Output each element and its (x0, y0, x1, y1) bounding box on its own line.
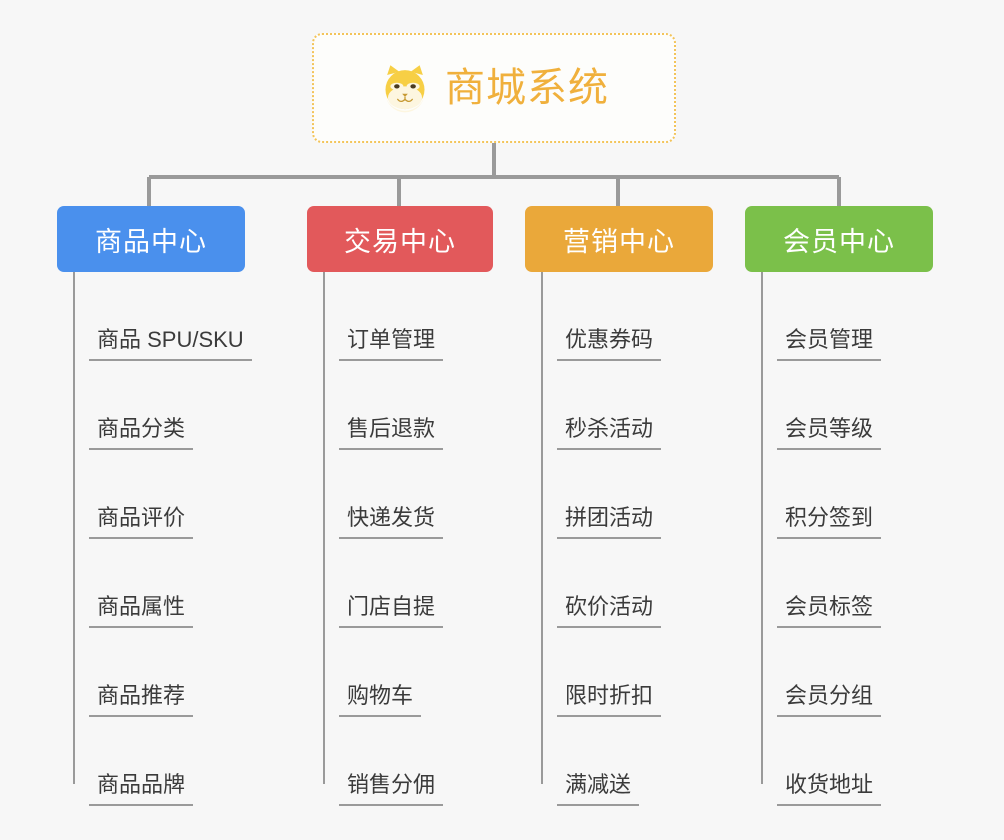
leaf-item[interactable]: 商品属性 (57, 539, 245, 628)
leaf-item-label: 商品属性 (89, 593, 194, 628)
branch-column-1: 交易中心订单管理售后退款快递发货门店自提购物车销售分佣 (307, 206, 493, 806)
category-box-trade-center[interactable]: 交易中心 (307, 206, 493, 272)
shiba-dog-icon (379, 62, 431, 114)
leaf-item-label: 会员管理 (777, 326, 882, 361)
leaf-item-label: 售后退款 (339, 415, 444, 450)
leaf-item[interactable]: 砍价活动 (525, 539, 713, 628)
leaf-item[interactable]: 收货地址 (745, 717, 933, 806)
root-node[interactable]: 商城系统 (312, 33, 676, 143)
root-title: 商城系统 (445, 66, 609, 110)
leaf-item[interactable]: 销售分佣 (307, 717, 493, 806)
leaf-item-label: 商品品牌 (89, 771, 194, 806)
leaf-item[interactable]: 订单管理 (307, 272, 493, 361)
leaf-item-label: 满减送 (557, 771, 640, 806)
leaf-item[interactable]: 秒杀活动 (525, 361, 713, 450)
leaf-item[interactable]: 会员管理 (745, 272, 933, 361)
category-label: 会员中心 (783, 226, 895, 257)
branch-column-0: 商品中心商品 SPU/SKU 商品分类商品评价商品属性商品推荐商品品牌 (57, 206, 252, 806)
leaf-rail (541, 272, 543, 784)
category-label: 商品中心 (95, 226, 207, 257)
category-label: 交易中心 (344, 226, 456, 257)
leaf-list-product-center: 商品 SPU/SKU 商品分类商品评价商品属性商品推荐商品品牌 (57, 272, 252, 806)
leaf-list-marketing-center: 优惠券码秒杀活动拼团活动砍价活动限时折扣满减送 (525, 272, 713, 806)
leaf-item-label: 优惠券码 (557, 326, 662, 361)
leaf-item-label: 限时折扣 (557, 682, 662, 717)
leaf-item[interactable]: 商品评价 (57, 450, 245, 539)
leaf-item-label: 快递发货 (339, 504, 444, 539)
leaf-item-label: 销售分佣 (339, 771, 444, 806)
leaf-item-label: 订单管理 (339, 326, 444, 361)
leaf-item-label: 拼团活动 (557, 504, 662, 539)
category-box-member-center[interactable]: 会员中心 (745, 206, 933, 272)
leaf-item-label: 会员等级 (777, 415, 882, 450)
leaf-item-label: 积分签到 (777, 504, 882, 539)
category-box-product-center[interactable]: 商品中心 (57, 206, 245, 272)
leaf-list-member-center: 会员管理会员等级积分签到会员标签会员分组收货地址 (745, 272, 933, 806)
leaf-item[interactable]: 限时折扣 (525, 628, 713, 717)
leaf-item[interactable]: 门店自提 (307, 539, 493, 628)
leaf-item-label: 秒杀活动 (557, 415, 662, 450)
leaf-item[interactable]: 满减送 (525, 717, 713, 806)
leaf-item-label: 商品评价 (89, 504, 194, 539)
leaf-item-label: 商品 SPU/SKU (89, 326, 252, 361)
leaf-item[interactable]: 会员等级 (745, 361, 933, 450)
leaf-item[interactable]: 商品品牌 (57, 717, 245, 806)
branch-column-3: 会员中心会员管理会员等级积分签到会员标签会员分组收货地址 (745, 206, 933, 806)
leaf-item[interactable]: 会员分组 (745, 628, 933, 717)
leaf-item-label: 商品分类 (89, 415, 194, 450)
leaf-item-label: 购物车 (339, 682, 422, 717)
leaf-item[interactable]: 商品推荐 (57, 628, 245, 717)
leaf-item-label: 砍价活动 (557, 593, 662, 628)
leaf-rail (73, 272, 75, 784)
leaf-item[interactable]: 购物车 (307, 628, 493, 717)
category-label: 营销中心 (563, 226, 675, 257)
leaf-item[interactable]: 售后退款 (307, 361, 493, 450)
leaf-item[interactable]: 拼团活动 (525, 450, 713, 539)
leaf-list-trade-center: 订单管理售后退款快递发货门店自提购物车销售分佣 (307, 272, 493, 806)
category-box-marketing-center[interactable]: 营销中心 (525, 206, 713, 272)
leaf-item-label: 会员标签 (777, 593, 882, 628)
leaf-item-label: 门店自提 (339, 593, 444, 628)
leaf-rail (761, 272, 763, 784)
leaf-item[interactable]: 商品分类 (57, 361, 245, 450)
leaf-item[interactable]: 积分签到 (745, 450, 933, 539)
leaf-item-label: 会员分组 (777, 682, 882, 717)
leaf-item-label: 收货地址 (777, 771, 882, 806)
leaf-item[interactable]: 商品 SPU/SKU (57, 272, 252, 361)
leaf-rail (323, 272, 325, 784)
leaf-item[interactable]: 优惠券码 (525, 272, 713, 361)
leaf-item[interactable]: 快递发货 (307, 450, 493, 539)
leaf-item[interactable]: 会员标签 (745, 539, 933, 628)
leaf-item-label: 商品推荐 (89, 682, 194, 717)
branch-column-2: 营销中心优惠券码秒杀活动拼团活动砍价活动限时折扣满减送 (525, 206, 713, 806)
